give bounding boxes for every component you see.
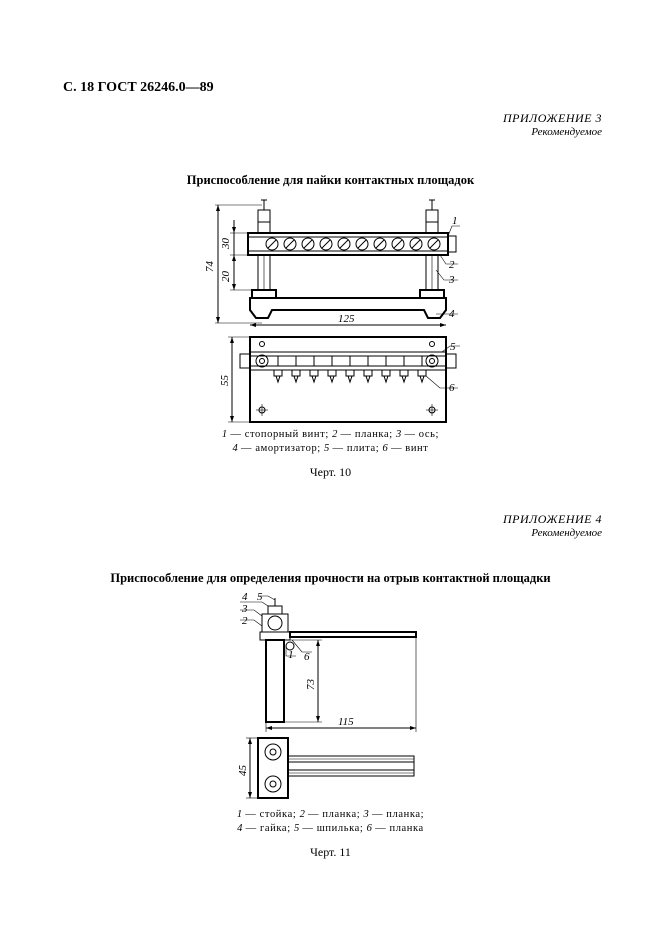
dim-125: 125 — [338, 313, 355, 325]
page-header: С. 18 ГОСТ 26246.0—89 — [63, 80, 214, 95]
screw-row — [273, 356, 427, 384]
callout-6: 6 — [449, 382, 455, 394]
appendix-3-status: Рекомендуемое — [531, 126, 602, 138]
callout-1: 1 — [452, 215, 458, 227]
dim-55: 55 — [219, 375, 231, 387]
figure-10-caption: Черт. 10 — [309, 465, 352, 479]
callout-4: 4 — [242, 591, 248, 603]
figure-10-legend: 1 — стопорный винт; 2 — планка; 3 — ось;… — [221, 429, 440, 454]
appendix-4-heading: ПРИЛОЖЕНИЕ 4 Рекомендуемое — [503, 512, 602, 540]
callout-2: 2 — [242, 615, 248, 627]
appendix-3-number: ПРИЛОЖЕНИЕ 3 — [503, 111, 602, 125]
dim-30: 30 — [220, 238, 232, 251]
callout-3: 3 — [448, 274, 455, 286]
screw-heads — [265, 237, 441, 251]
callout-5: 5 — [450, 341, 456, 353]
figure-10-title: Приспособление для пайки контактных площ… — [186, 173, 475, 187]
callout-3: 3 — [241, 603, 248, 615]
figure-11-legend: 1 — стойка; 2 — планка; 3 — планка; 4 — … — [236, 809, 425, 834]
figure-11-caption: Черт. 11 — [310, 845, 351, 859]
figure-11-title: Приспособление для определения прочности… — [110, 571, 551, 585]
callout-6: 6 — [304, 651, 310, 663]
dim-45: 45 — [237, 765, 249, 777]
dim-73: 73 — [305, 679, 317, 691]
dim-74: 74 — [204, 261, 216, 273]
dim-115: 115 — [338, 716, 354, 728]
appendix-4-number: ПРИЛОЖЕНИЕ 4 — [503, 512, 602, 526]
dim-20: 20 — [220, 271, 232, 283]
callout-5: 5 — [257, 591, 263, 603]
appendix-4-status: Рекомендуемое — [531, 527, 602, 539]
callout-1: 1 — [288, 649, 294, 661]
callout-2: 2 — [449, 259, 455, 271]
appendix-3-heading: ПРИЛОЖЕНИЕ 3 Рекомендуемое — [503, 111, 602, 139]
callout-4: 4 — [449, 308, 455, 320]
